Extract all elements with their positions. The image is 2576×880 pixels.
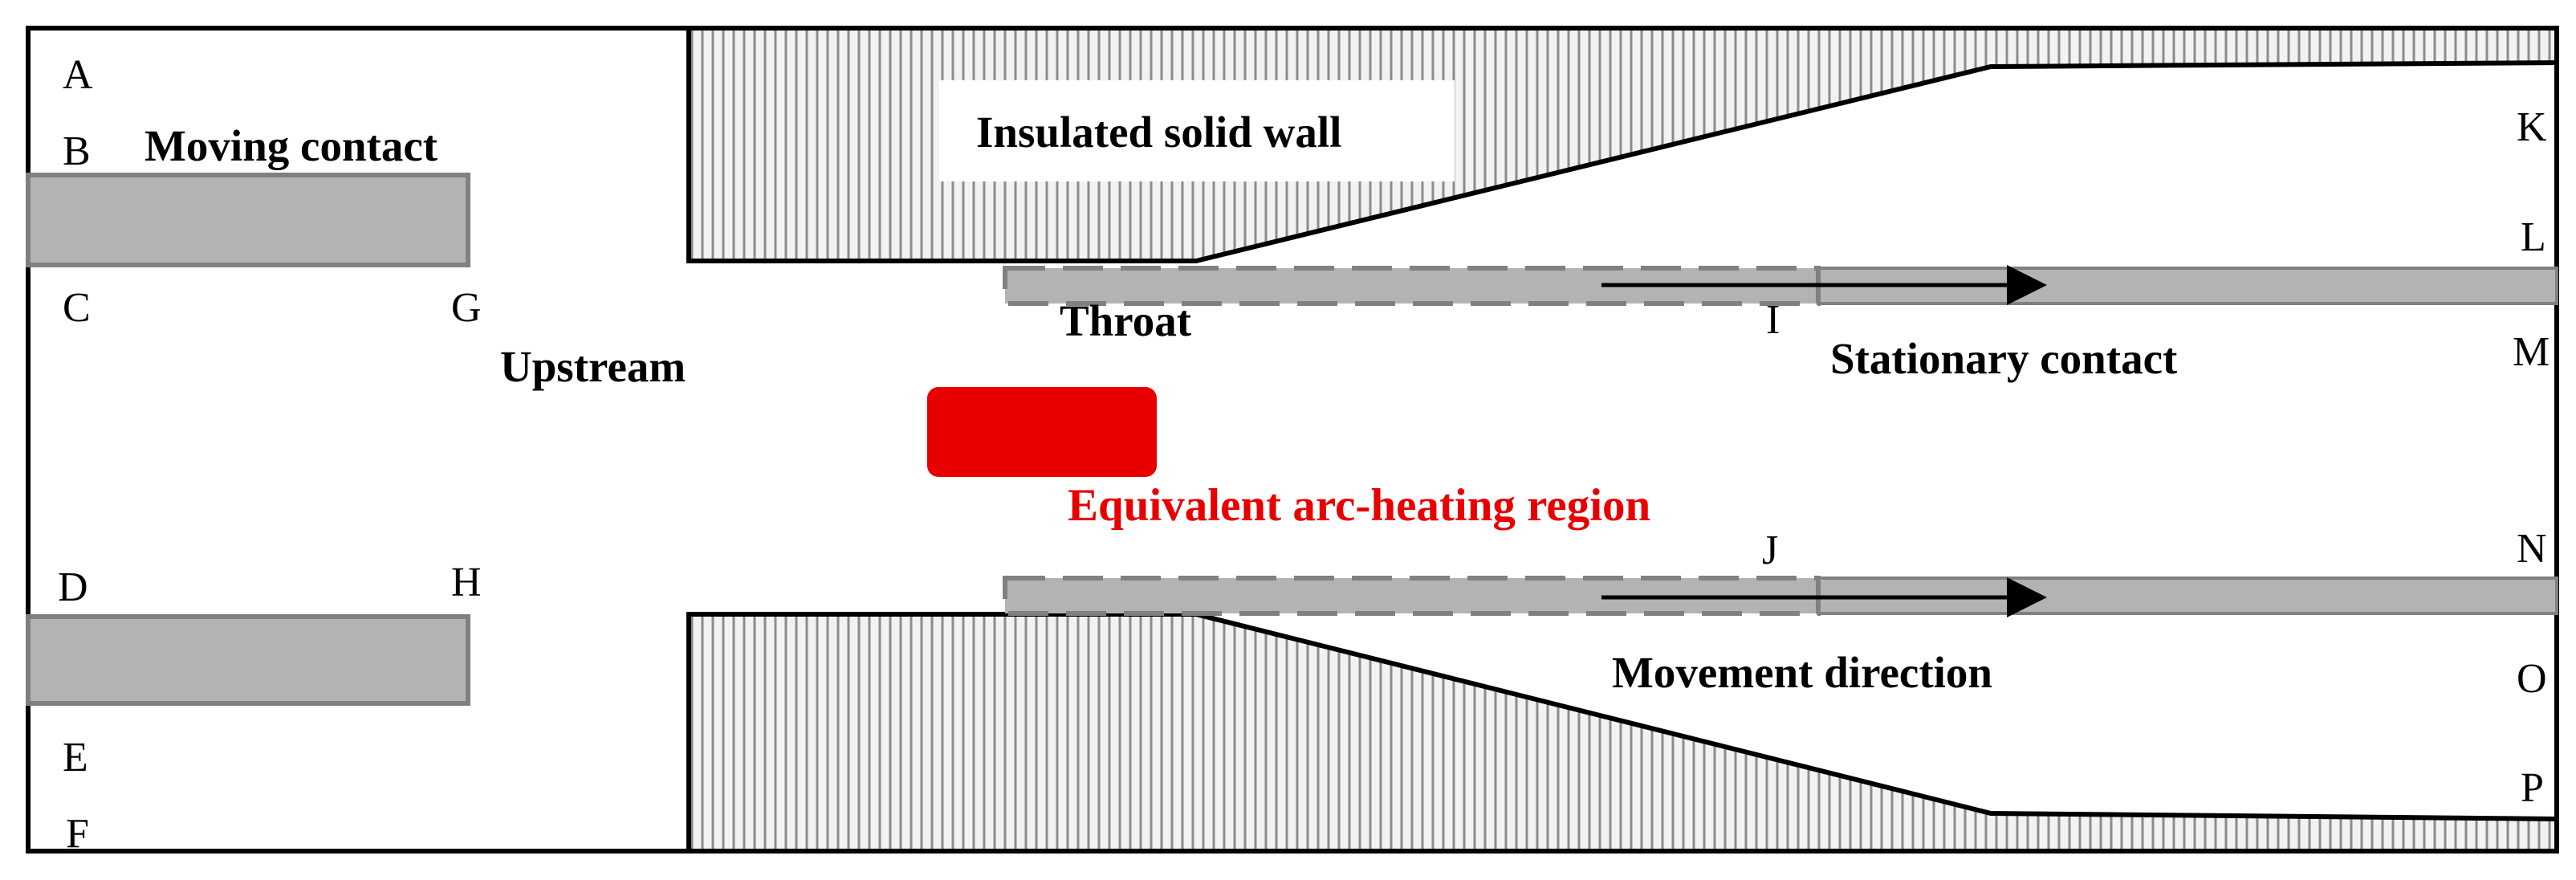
point-m-label: M <box>2513 329 2550 375</box>
point-l-label: L <box>2521 214 2546 260</box>
point-n-label: N <box>2517 526 2547 572</box>
point-f-label: F <box>66 811 89 857</box>
movement-direction-label: Movement direction <box>1612 648 1992 697</box>
moving-contact-lower <box>26 614 470 706</box>
insulated-wall-label: Insulated solid wall <box>976 108 1341 157</box>
point-p-label: P <box>2521 765 2544 811</box>
point-i-label: I <box>1766 297 1780 343</box>
point-g-label: G <box>451 285 482 331</box>
moving-contact-upper <box>26 173 470 267</box>
point-d-label: D <box>58 564 88 610</box>
point-o-label: O <box>2517 656 2547 702</box>
stationary-contact-label: Stationary contact <box>1830 334 2178 383</box>
point-k-label: K <box>2517 104 2547 150</box>
upstream-label: Upstream <box>500 342 686 391</box>
arc-region-label: Equivalent arc-heating region <box>1068 480 1650 531</box>
arc-heating-region <box>927 387 1157 477</box>
point-h-label: H <box>451 560 482 605</box>
point-j-label: J <box>1762 528 1778 573</box>
point-a-label: A <box>63 52 93 98</box>
insulated-wall-label-box <box>939 80 1455 181</box>
point-b-label: B <box>63 128 91 174</box>
point-e-label: E <box>63 735 88 780</box>
throat-label: Throat <box>1060 296 1192 345</box>
moving-contact-label: Moving contact <box>144 121 438 170</box>
point-c-label: C <box>63 285 91 331</box>
